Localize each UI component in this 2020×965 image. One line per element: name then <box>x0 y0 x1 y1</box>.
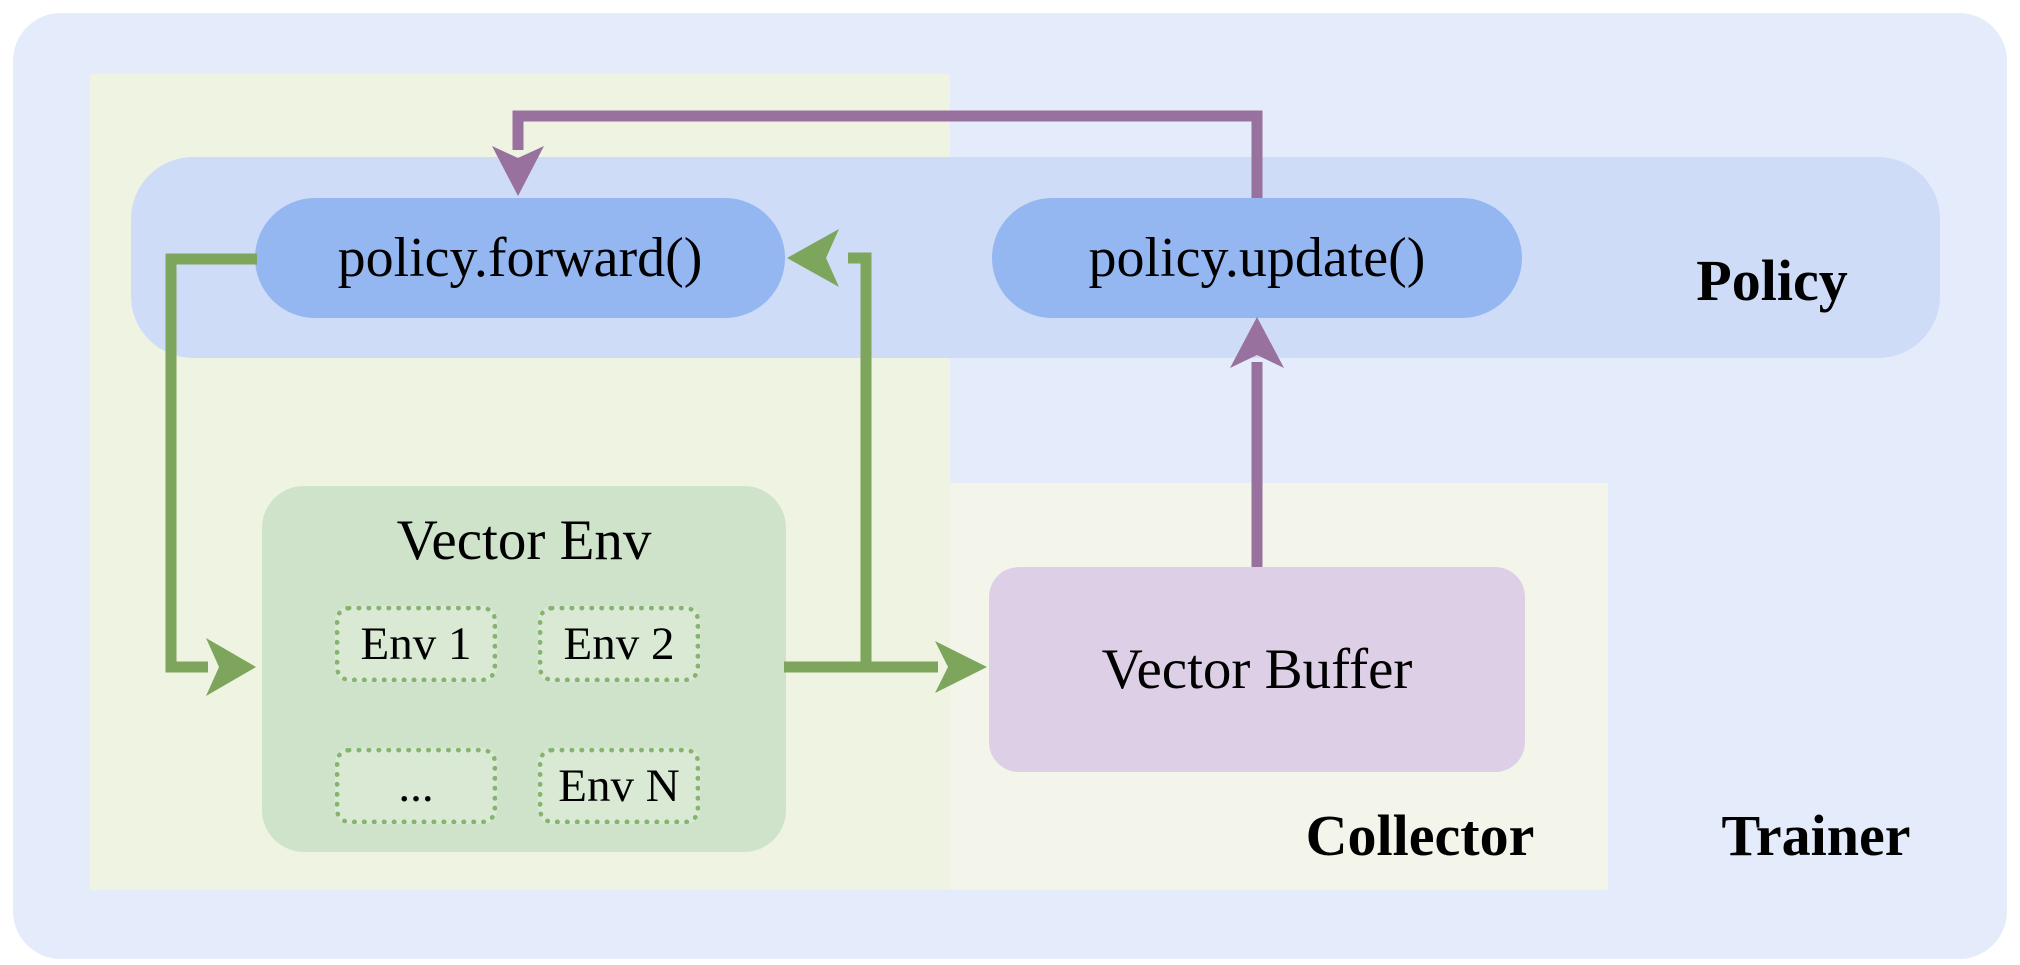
vector-buffer-label: Vector Buffer <box>1101 638 1413 701</box>
collector-region-label: Collector <box>1305 803 1535 868</box>
env-item-1: Env 1 <box>335 606 497 682</box>
vector-buffer-node: Vector Buffer <box>989 567 1525 772</box>
policy-region-label: Policy <box>1696 248 1848 313</box>
env-item-ellipsis: ... <box>335 748 497 824</box>
policy-update-label: policy.update() <box>1088 227 1426 289</box>
trainer-region-label: Trainer <box>1721 803 1911 868</box>
vector-env-node: Vector Env Env 1 Env 2 ... Env N <box>262 486 786 852</box>
vector-env-title: Vector Env <box>396 509 652 572</box>
env-item-2: Env 2 <box>538 606 700 682</box>
policy-forward-node: policy.forward() <box>255 198 785 318</box>
policy-update-node: policy.update() <box>992 198 1522 318</box>
policy-forward-label: policy.forward() <box>337 227 703 289</box>
env-item-n: Env N <box>538 748 700 824</box>
